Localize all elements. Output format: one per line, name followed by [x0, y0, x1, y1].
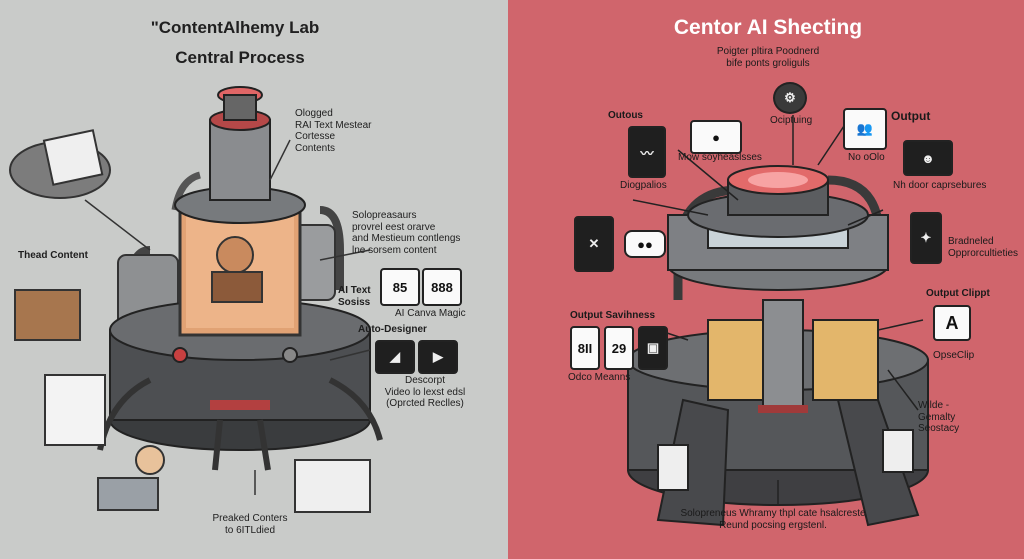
chat-icon: ●●: [637, 236, 653, 252]
descript-label: Descorpt Video lo lexst edsl (Oprcted Re…: [384, 375, 466, 409]
people-icon: 👥: [856, 121, 874, 136]
right-subtitle: Poigter pltira Poodnerd bife ponts groli…: [716, 46, 820, 69]
left-panel: "ContentAlhemy Lab Central Process Ologg…: [0, 0, 508, 559]
auto-designer-label: Auto-Designer: [358, 324, 427, 335]
phone-card-1: 8II: [570, 326, 600, 370]
opseclip-label: OpseClip: [933, 350, 975, 361]
tablet-x-card: ✕: [574, 216, 614, 272]
left-title-line1: "ContentAlhemy Lab: [150, 18, 320, 37]
bolt-icon: ✦: [920, 230, 932, 245]
speech-bubble-card: ●●: [624, 230, 666, 258]
bradneled-phone-card: ✦: [910, 212, 942, 264]
people-card: 👥: [843, 108, 887, 150]
bottom-caption: Solopreneus Whramy thpl cate hsalcreste …: [680, 508, 866, 531]
avatars-card: ☻: [903, 140, 953, 176]
ai-text-card-b: 888: [422, 268, 462, 306]
ai-text-label: AI Text Sosiss: [338, 285, 371, 308]
id-card: ●: [690, 120, 742, 154]
odco-label: Odco Meanns: [568, 372, 631, 383]
output-savihness-label: Output Savihness: [570, 310, 656, 321]
no-oolo-label: No oOlo: [848, 152, 885, 163]
mow-label: Mow soyheaslsses: [678, 152, 762, 163]
triangle-icon: ◢: [390, 349, 400, 364]
right-machine-illustration: [627, 115, 929, 527]
ociptuing-label: Ociptuing: [770, 115, 813, 126]
right-title: Centor AI Shecting: [673, 16, 863, 39]
drop-icon: ●: [712, 129, 720, 145]
phone-card-3: ▣: [638, 326, 668, 370]
video-icon-card: ▶: [418, 340, 458, 374]
thead-content-label: Thead Content: [18, 250, 88, 261]
gear-icon: ⚙: [784, 90, 796, 105]
close-icon: ✕: [588, 236, 600, 251]
clip-a-card: A: [933, 305, 971, 341]
avatar-icon: ☻: [921, 150, 935, 166]
bradneled-label: Bradneled Opprorcultieties: [948, 236, 1019, 259]
wilde-label: Wilde - Gemalty Seostacy: [918, 400, 960, 434]
output-label: Output: [891, 109, 931, 123]
diogpalios-label: Diogpalios: [620, 180, 667, 191]
nh-door-label: Nh door caprsebures: [893, 180, 987, 191]
phone-chart-card: 〰: [628, 126, 666, 178]
image-icon: ▣: [646, 340, 660, 355]
designer-icon-card: ◢: [375, 340, 415, 374]
output-clippt-label: Output Clippt: [926, 288, 990, 299]
right-panel: Centor AI Shecting Poigter pltira Poodne…: [508, 0, 1024, 559]
phone-card-2: 29: [604, 326, 634, 370]
outous-label: Outous: [608, 110, 643, 121]
ai-text-card-a: 85: [380, 268, 420, 306]
ai-canva-label: AI Canva Magic: [395, 308, 466, 319]
left-machine-illustration: [9, 86, 383, 513]
solopreneurs-label: Solopreasaurs provrel eest orarve and Me…: [352, 210, 461, 256]
chart-icon: 〰: [640, 145, 654, 161]
clogged-label: Ologged RAI Text Mestear Cortesse Conten…: [295, 108, 372, 154]
left-title-line2: Central Process: [175, 48, 305, 67]
gear-icon-card: ⚙: [773, 82, 807, 114]
preaked-label: Preaked Conters to 6ITLdied: [212, 513, 288, 536]
play-icon: ▶: [433, 349, 443, 364]
